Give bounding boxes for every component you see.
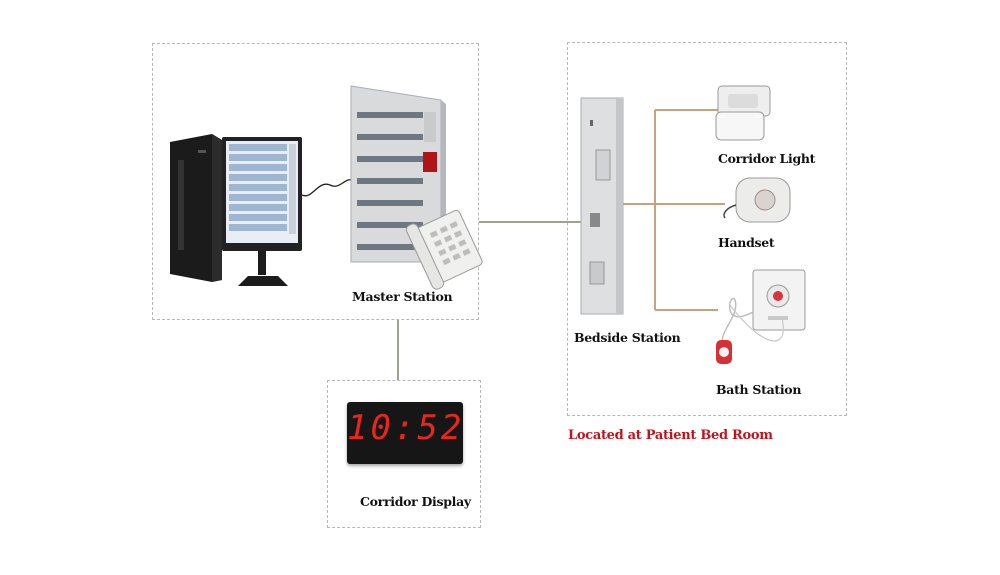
corridor-light-icon [715, 85, 771, 141]
handset-icon [723, 177, 791, 223]
bath-pullcord-icon [716, 269, 806, 364]
corridor-display-time: 10:52 [347, 408, 465, 448]
bedside-station-label: Bedside Station [574, 330, 681, 345]
corridor-display-device: 10:52 [347, 402, 463, 464]
handset-label: Handset [718, 235, 775, 250]
master-station-label: Master Station [352, 289, 453, 304]
corridor-light-label: Corridor Light [718, 151, 816, 166]
cable-monitor-to-panel [301, 179, 353, 197]
patient-room-label: Located at Patient Bed Room [568, 428, 773, 443]
corridor-display-label: Corridor Display [360, 494, 471, 509]
bath-station-label: Bath Station [716, 382, 802, 397]
monitor-icon [222, 137, 302, 286]
bedside-station-icon [580, 97, 624, 315]
master-station-group [152, 43, 479, 320]
corridor-display-group [327, 380, 481, 528]
computer-tower-icon [170, 134, 222, 282]
patient-room-group [567, 42, 847, 416]
bedside-wires [623, 109, 725, 311]
telephone-icon [405, 209, 483, 290]
